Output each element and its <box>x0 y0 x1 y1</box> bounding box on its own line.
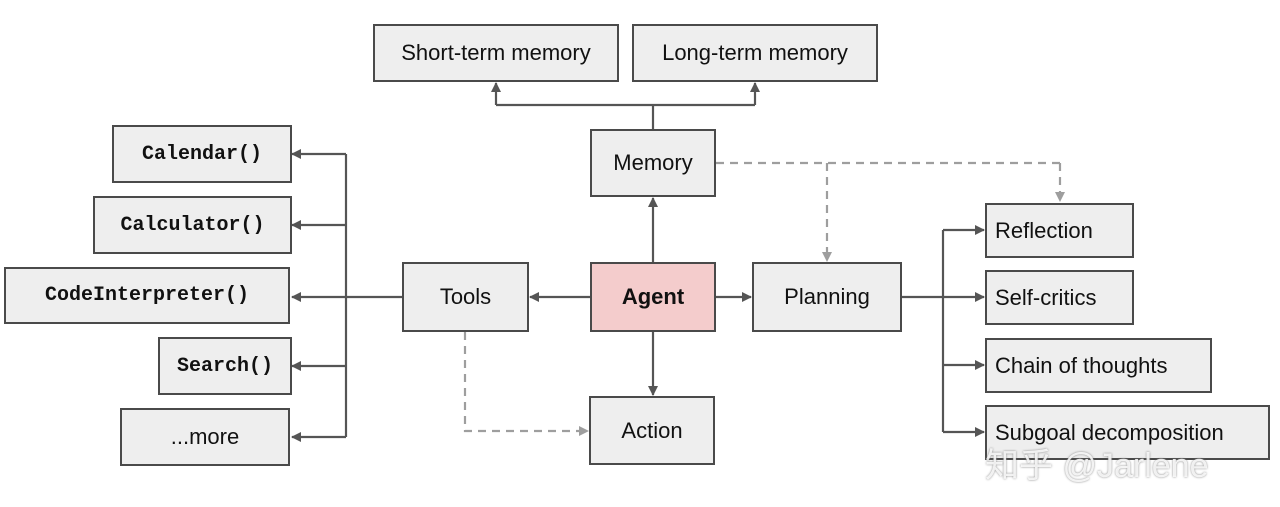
action-node: Action <box>589 396 715 465</box>
search-node: Search() <box>158 337 292 395</box>
code-interpreter-node: CodeInterpreter() <box>4 267 290 324</box>
watermark-text: 知乎 @Jarlene <box>985 447 1209 485</box>
more-node: ...more <box>120 408 290 466</box>
tools-node: Tools <box>402 262 529 332</box>
agent-node: Agent <box>590 262 716 332</box>
subgoal-decomposition-node: Subgoal decomposition <box>985 405 1270 460</box>
dashed-arrow-tools-to-action <box>463 332 589 436</box>
memory-node: Memory <box>590 129 716 197</box>
short-term-memory-node: Short-term memory <box>373 24 619 82</box>
reflection-node: Reflection <box>985 203 1134 258</box>
self-critics-node: Self-critics <box>985 270 1134 325</box>
calculator-node: Calculator() <box>93 196 292 254</box>
calendar-node: Calendar() <box>112 125 292 183</box>
planning-node: Planning <box>752 262 902 332</box>
chain-of-thoughts-node: Chain of thoughts <box>985 338 1212 393</box>
long-term-memory-node: Long-term memory <box>632 24 878 82</box>
